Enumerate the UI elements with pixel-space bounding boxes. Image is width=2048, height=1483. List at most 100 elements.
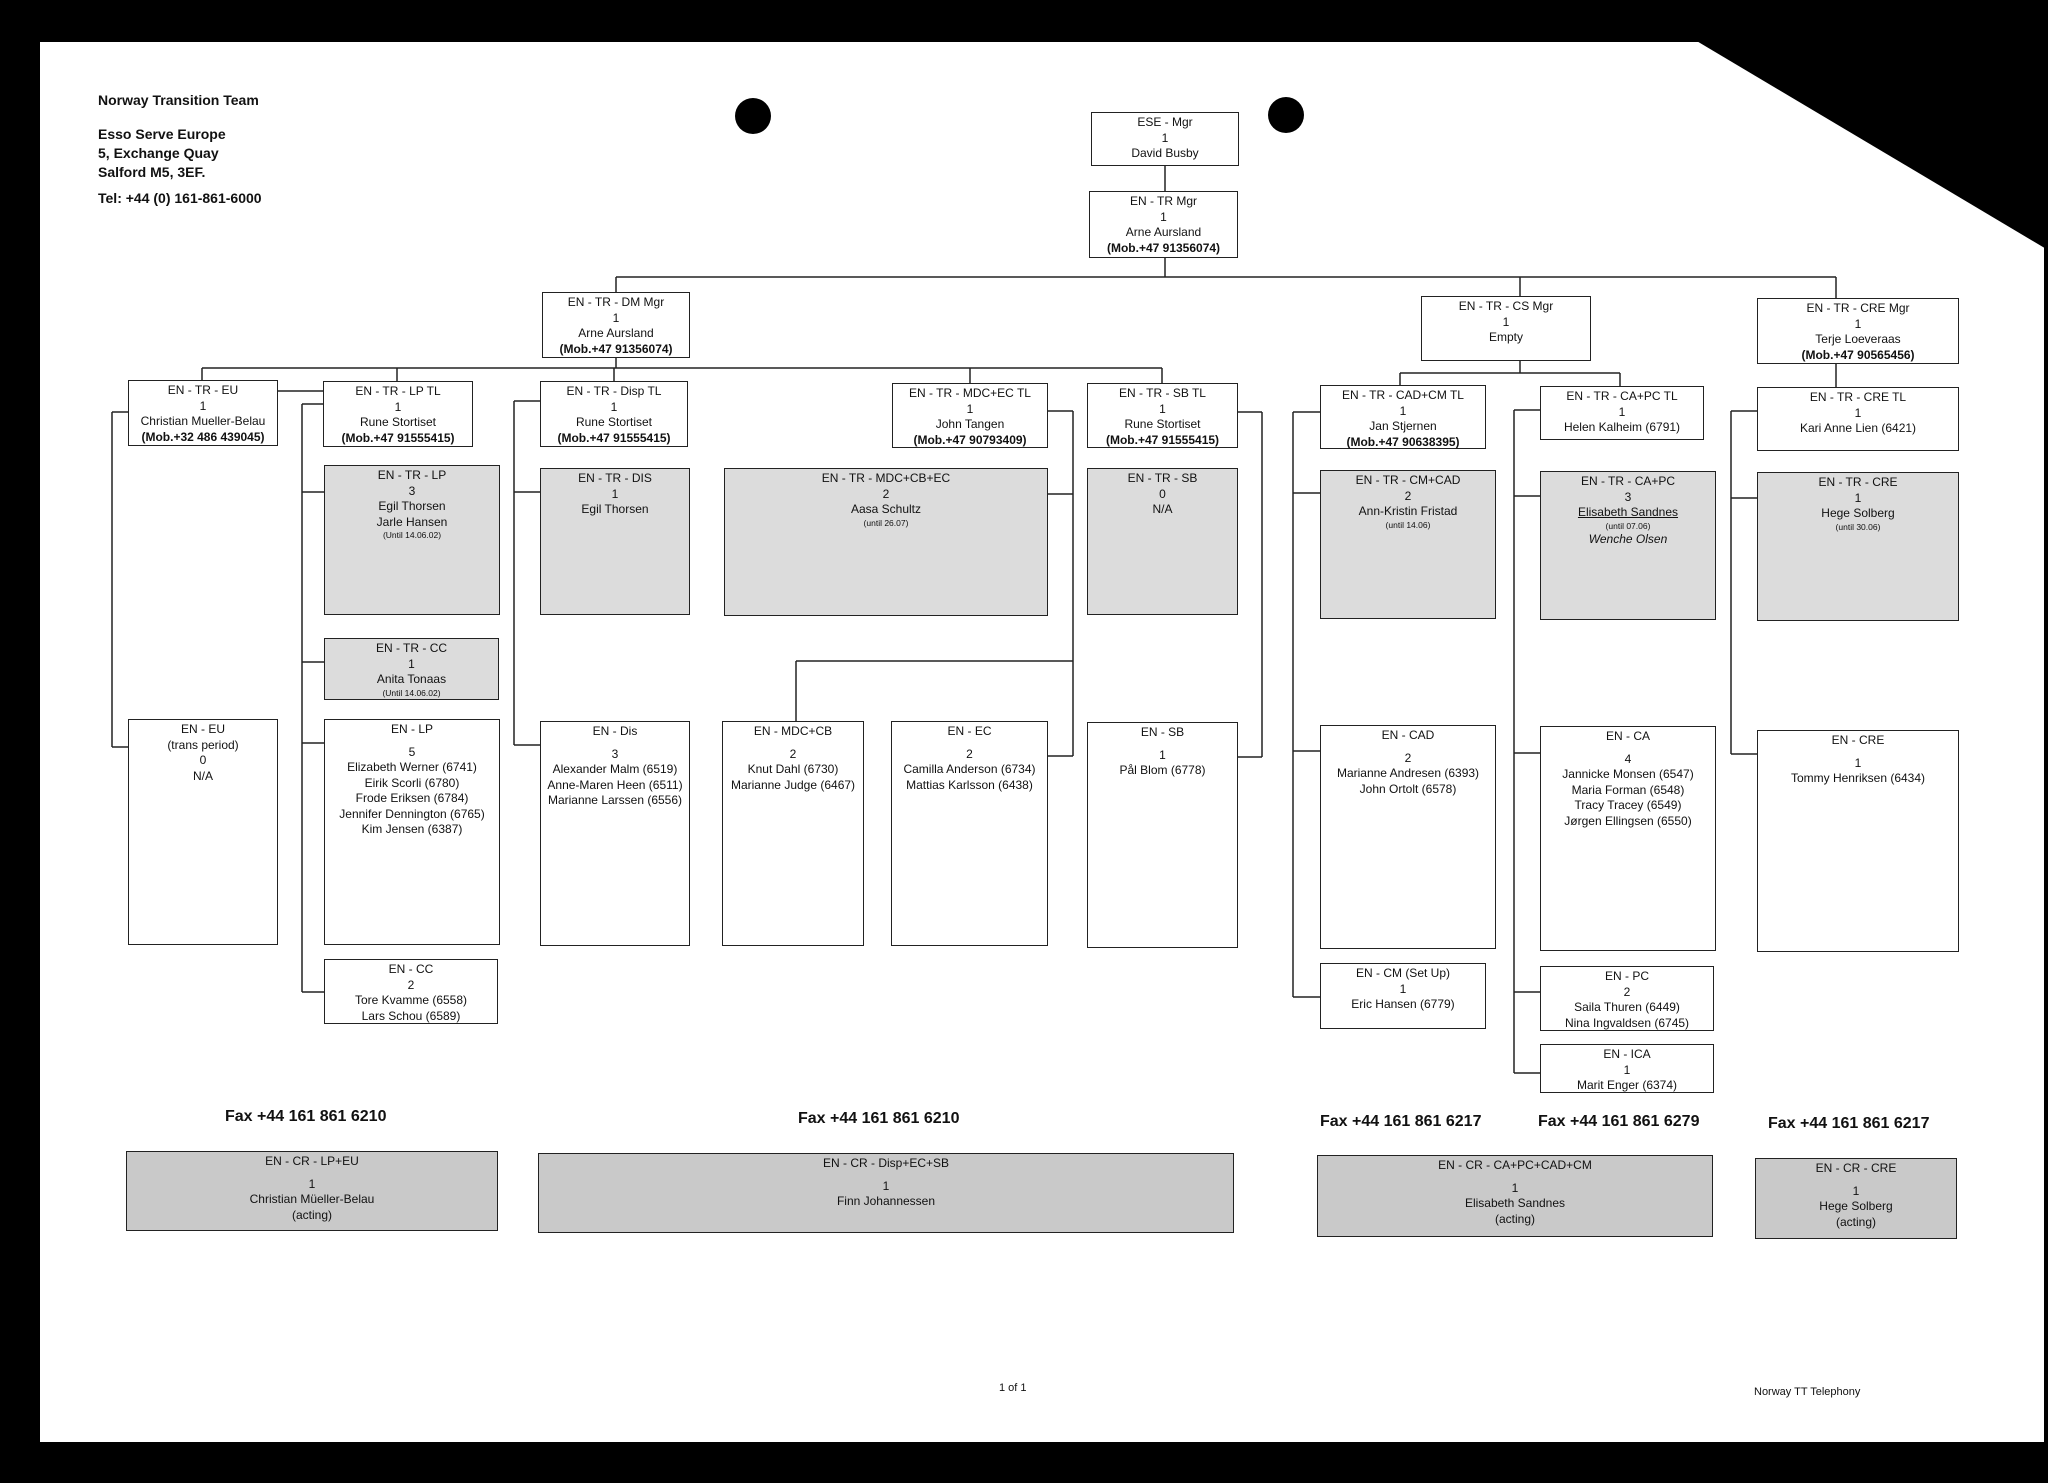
box-line: Elizabeth Werner (6741) [347, 760, 477, 774]
box-line: 1 [1159, 747, 1166, 762]
box-line: Pål Blom (6778) [1119, 763, 1206, 777]
box-line: 2 [1623, 984, 1631, 999]
box-line: 0 [1159, 486, 1166, 501]
box-line: EN - TR - Disp TL [566, 384, 662, 398]
box-line: EN - TR - MDC+CB+EC [821, 471, 951, 485]
box-line: (Mob.+47 91555415) [1105, 432, 1220, 447]
punch-hole-right [1268, 97, 1304, 133]
box-line: Empty [1488, 330, 1523, 344]
box-line: Frode Eriksen (6784) [355, 791, 469, 805]
box-line: Aasa Schultz [850, 502, 922, 516]
box-line: 1 [408, 656, 415, 671]
box-line: EN - CR - Disp+EC+SB [822, 1156, 950, 1170]
box-line: (Mob.+47 91356074) [1106, 240, 1221, 255]
box-line: 0 [199, 753, 207, 767]
box-line: 1 [1502, 314, 1510, 329]
box-line: John Ortolt (6578) [1359, 781, 1457, 796]
box-line: Anne-Maren Heen (6511) [547, 777, 683, 792]
box-line: 1 [199, 398, 207, 413]
box-line: EN - ICA [1603, 1047, 1651, 1061]
box-line: Maria Forman (6548) [1571, 782, 1685, 797]
box-line: EN - TR - CRE TL [1809, 390, 1907, 404]
box-line: EN - TR - DIS [578, 471, 652, 485]
box-line: EN - TR - CC [375, 641, 448, 655]
document-name: Norway TT Telephony [1754, 1386, 1861, 1398]
box-line: EN - CA [1605, 729, 1650, 743]
box-line: Hege Solberg [1821, 506, 1895, 520]
box-line: Christian Müeller-Belau [249, 1192, 375, 1206]
box-line: Egil Thorsen [378, 499, 446, 513]
fax-5: Fax +44 161 861 6217 [1768, 1115, 1930, 1132]
box-line: 2 [1404, 488, 1412, 503]
box-line: Nina Ingvaldsen (6745) [1564, 1015, 1690, 1030]
box-line: 1 [1399, 403, 1407, 418]
box-line: 1 [1852, 1183, 1860, 1198]
box-line: EN - CR - LP+EU [265, 1154, 359, 1168]
box-line: David Busby [1131, 146, 1199, 160]
box-line: 1 [1159, 401, 1166, 416]
box-line: Tracy Tracey (6549) [1574, 798, 1682, 812]
team-name: Norway Transition Team [98, 92, 259, 108]
box-line: Rune Stortiset [1124, 417, 1201, 431]
company-name: Esso Serve Europe [98, 126, 226, 142]
box-line: Tore Kvamme (6558) [354, 993, 468, 1007]
box-line: Jannicke Monsen (6547) [1562, 767, 1694, 781]
box-line: (Until 14.06.02) [382, 687, 441, 698]
box-line: 2 [1404, 750, 1412, 765]
box-line: 1 [1160, 209, 1167, 224]
box-line: 4 [1624, 751, 1632, 766]
box-line: 3 [611, 746, 619, 761]
address-line-1: 5, Exchange Quay [98, 145, 219, 161]
telephone: Tel: +44 (0) 161-861-6000 [98, 190, 262, 206]
box-line: EN - LP [390, 722, 433, 736]
box-line: Wenche Olsen [1588, 531, 1668, 546]
box-line: EN - MDC+CB [753, 724, 833, 738]
fax-3: Fax +44 161 861 6217 [1320, 1113, 1482, 1130]
box-line: (Mob.+47 91356074) [559, 341, 673, 356]
box-line: 1 [308, 1176, 316, 1191]
box-line: Ann-Kristin Fristad [1358, 504, 1458, 518]
box-line: Camilla Anderson (6734) [903, 762, 1036, 776]
box-line: Eric Hansen (6779) [1351, 997, 1455, 1011]
box-line: (acting) [1835, 1214, 1876, 1229]
box-line: 3 [1624, 489, 1632, 504]
box-line: 1 [1854, 755, 1862, 770]
box-line: 2 [407, 977, 415, 992]
box-line: Finn Johannessen [836, 1194, 936, 1208]
box-line: 1 [612, 310, 620, 325]
box-line: EN - TR - CA+PC [1580, 474, 1676, 488]
box-line: Terje Loeveraas [1815, 332, 1901, 346]
box-line: 1 [1854, 405, 1862, 420]
box-line: EN - CRE [1831, 733, 1885, 747]
address-line-2: Salford M5, 3EF. [98, 164, 206, 180]
page-number: 1 of 1 [999, 1382, 1027, 1394]
box-line: (acting) [1494, 1211, 1535, 1226]
box-line: 1 [882, 1178, 890, 1193]
box-line: Rune Stortiset [359, 415, 437, 429]
box-line: EN - TR - SB TL [1119, 386, 1206, 400]
box-line: Saila Thuren (6449) [1574, 1000, 1680, 1014]
box-line: (Mob.+47 91555415) [341, 430, 455, 445]
punch-hole-left [735, 98, 771, 134]
box-line: Marianne Judge (6467) [730, 777, 856, 792]
box-line: 1 [394, 399, 402, 414]
fax-2: Fax +44 161 861 6210 [798, 1110, 960, 1127]
box-line: (Mob.+47 91555415) [557, 430, 671, 445]
